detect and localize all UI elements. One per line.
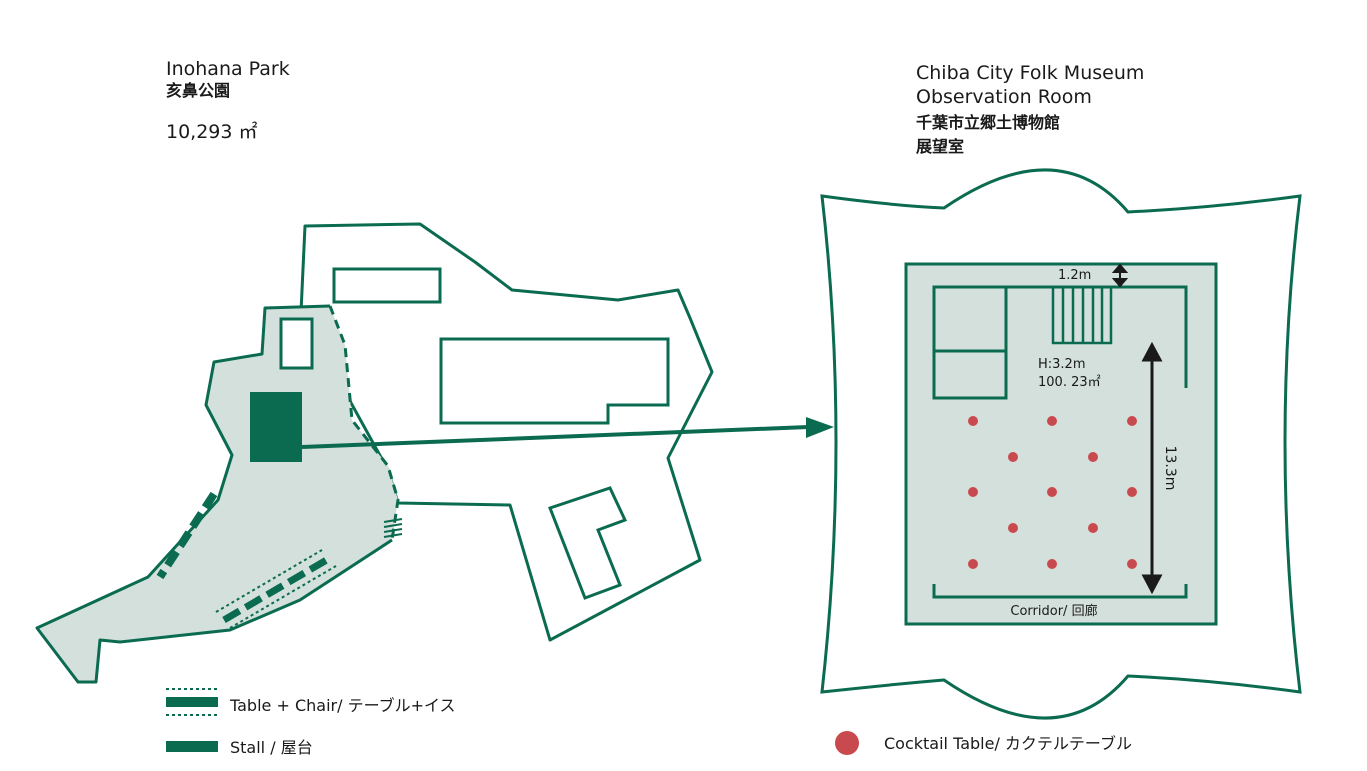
cocktail-table bbox=[1127, 416, 1137, 426]
connector-line bbox=[301, 425, 809, 449]
corridor-label: Corridor/ 回廊 bbox=[1010, 603, 1097, 619]
cocktail-table bbox=[1088, 452, 1098, 462]
stairs-icon bbox=[1051, 285, 1113, 345]
room-opening-right bbox=[1181, 388, 1190, 584]
cocktail-table bbox=[1047, 487, 1057, 497]
legend-stall-symbol bbox=[166, 741, 218, 752]
museum-name-ja-line2: 展望室 bbox=[916, 137, 965, 156]
legend-table-chair-symbol bbox=[166, 688, 218, 716]
cocktail-table bbox=[968, 487, 978, 497]
park-name-ja: 亥鼻公園 bbox=[166, 81, 231, 100]
building-small-top bbox=[332, 267, 442, 304]
legend-table-chair-label: Table + Chair/ テーブル+イス bbox=[229, 696, 456, 715]
room-opening-left bbox=[930, 398, 939, 584]
small-room-lower bbox=[932, 349, 1008, 400]
length-arrow bbox=[1141, 341, 1163, 595]
dimension-top-width: 1.2m bbox=[1058, 268, 1091, 283]
cocktail-table bbox=[1088, 523, 1098, 533]
park-area: 10,293 ㎡ bbox=[166, 121, 258, 143]
cocktail-table bbox=[1127, 487, 1137, 497]
park-name-en: Inohana Park bbox=[166, 58, 290, 80]
legend-cocktail-label: Cocktail Table/ カクテルテーブル bbox=[884, 734, 1132, 753]
cocktail-table bbox=[1047, 559, 1057, 569]
museum-name-ja-line1: 千葉市立郷土博物館 bbox=[916, 113, 1061, 132]
dimension-length: 13.3m bbox=[1162, 446, 1178, 491]
building-l-shape bbox=[548, 486, 628, 600]
small-room-upper bbox=[932, 285, 1008, 353]
arrow-right-icon bbox=[806, 417, 834, 438]
building-large bbox=[439, 337, 670, 425]
building-tower-base bbox=[279, 317, 314, 370]
cocktail-table bbox=[1127, 559, 1137, 569]
double-arrow-icon bbox=[1111, 263, 1129, 288]
table-chair-row bbox=[215, 549, 337, 629]
event-area-dashed-border bbox=[328, 305, 400, 541]
cocktail-table bbox=[1047, 416, 1057, 426]
cocktail-tables bbox=[968, 416, 1137, 569]
legend-cocktail-symbol bbox=[835, 731, 859, 755]
park-outline bbox=[299, 222, 714, 642]
cocktail-table bbox=[968, 416, 978, 426]
room-area: 100. 23㎡ bbox=[1038, 375, 1101, 390]
observation-room-marker bbox=[250, 392, 302, 462]
park-stairs-icon bbox=[383, 518, 403, 538]
cocktail-table bbox=[1008, 452, 1018, 462]
museum-name-en-line2: Observation Room bbox=[916, 86, 1092, 108]
stall-row-1 bbox=[156, 491, 218, 580]
museum-name-en-line1: Chiba City Folk Museum bbox=[916, 62, 1145, 84]
cocktail-table bbox=[1008, 523, 1018, 533]
room-height: H:3.2m bbox=[1038, 357, 1086, 372]
cocktail-table bbox=[968, 559, 978, 569]
legend-stall-label: Stall / 屋台 bbox=[230, 738, 313, 757]
event-area-border bbox=[35, 304, 393, 684]
